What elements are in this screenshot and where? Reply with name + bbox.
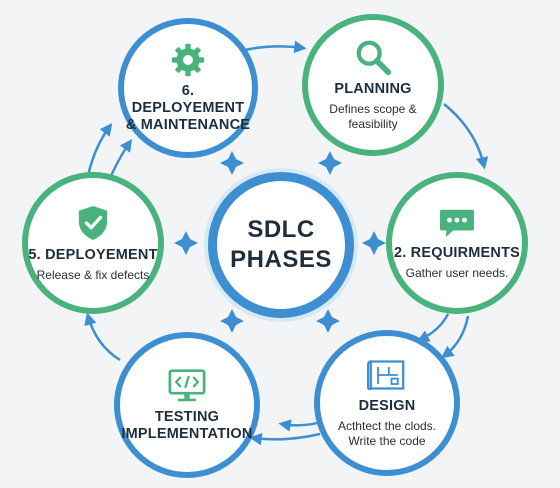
sparkle-top-left [220, 151, 244, 175]
center-hub: SDLC PHASES [208, 172, 354, 318]
sparkle-left [174, 231, 198, 255]
arrow-requirements-to-design-b [440, 315, 470, 359]
blueprint-icon [367, 360, 405, 391]
maintenance-title-line2: & MAINTENANCE [125, 117, 251, 133]
node-planning[interactable]: PLANNING Defines scope & feasibility [302, 14, 444, 156]
requirements-title: 2. REQUIRMENTS [393, 244, 521, 261]
testing-title-line1: TESTING [154, 408, 220, 425]
arrow-planning-to-requirements [443, 103, 489, 170]
node-deployment[interactable]: 5. DEPLOYEMENT Release & fix defects [22, 172, 164, 314]
node-testing-implementation[interactable]: TESTING IMPLEMENTATION [114, 332, 260, 478]
arrow-testing-to-deployment [84, 312, 121, 362]
code-monitor-icon [168, 368, 206, 401]
maintenance-title-line1: 6. DEPLOYEMENT [131, 83, 245, 116]
requirements-desc: Gather user needs. [405, 265, 509, 280]
magnifier-icon [356, 40, 392, 76]
chat-bubble-icon [440, 209, 474, 237]
planning-desc-line2: feasibility [348, 117, 398, 131]
sparkle-top-right [318, 151, 342, 175]
center-title-line1: SDLC [247, 216, 315, 243]
planning-title: PLANNING [334, 81, 412, 97]
sparkle-bottom-left [220, 309, 244, 333]
testing-title-line2: IMPLEMENTATION [121, 425, 253, 442]
design-desc-line1: Acthtect the clods. [337, 419, 437, 433]
node-design[interactable]: DESIGN Acthtect the clods. Write the cod… [314, 330, 460, 476]
deployment-title: 5. DEPLOYEMENT [28, 246, 158, 263]
center-title-line2: PHASES [230, 246, 332, 273]
node-deployment-maintenance[interactable]: 6. DEPLOYEMENT & MAINTENANCE [118, 18, 258, 158]
arrow-maintenance-to-planning [244, 40, 307, 54]
arrow-design-to-testing-b [249, 432, 321, 446]
gear-icon [171, 43, 205, 77]
sparkle-bottom-right [316, 309, 340, 333]
shield-check-icon [78, 205, 108, 240]
planning-desc-line1: Defines scope & [329, 102, 417, 116]
arrow-requirements-to-design-a [416, 313, 450, 342]
deployment-desc: Release & fix defects [36, 267, 150, 282]
design-title: DESIGN [358, 398, 416, 414]
sparkle-right [362, 231, 386, 255]
node-requirements[interactable]: 2. REQUIRMENTS Gather user needs. [386, 172, 528, 314]
design-desc-line2: Write the code [348, 434, 426, 448]
